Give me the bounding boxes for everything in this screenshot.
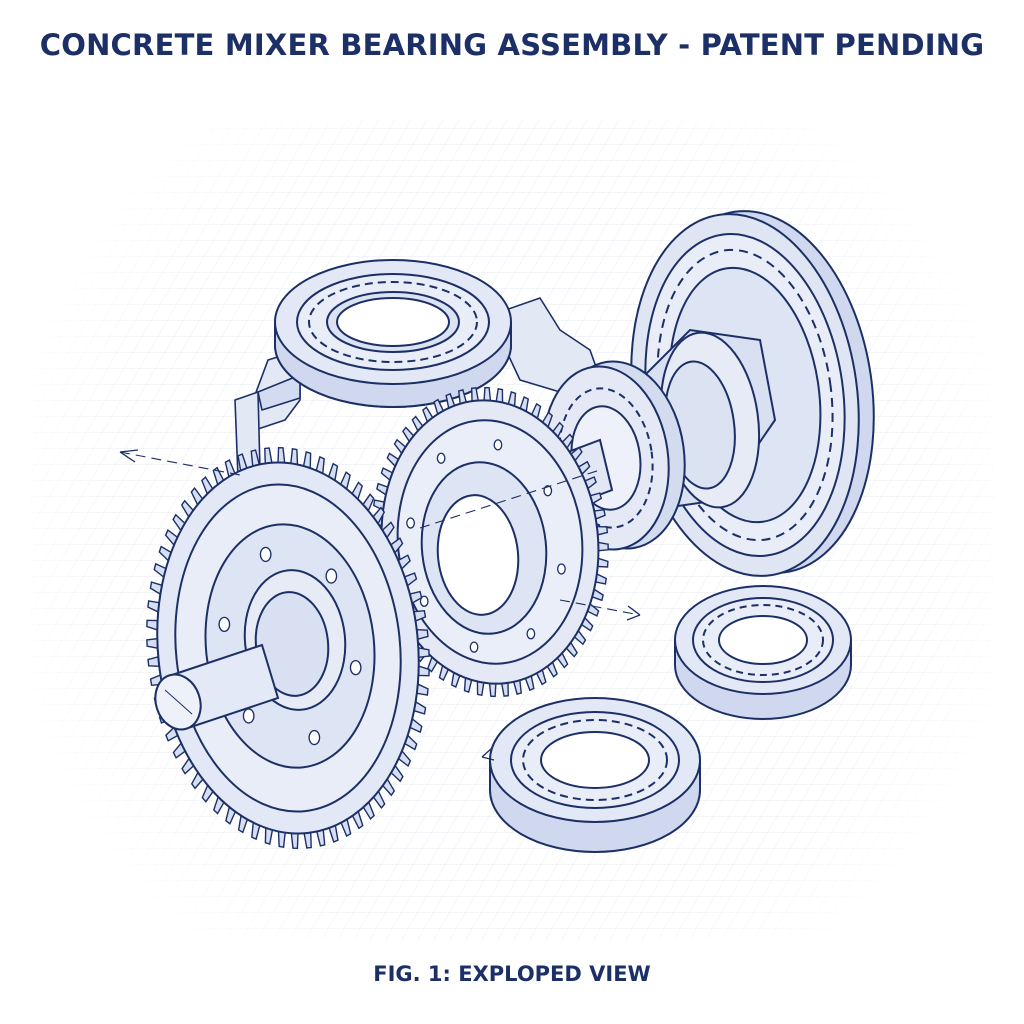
upper-ball-bearing <box>274 259 512 408</box>
bolt-hole <box>543 485 553 497</box>
bolt-hole <box>419 595 429 607</box>
figure-title: CONCRETE MIXER BEARING ASSEMBLY - PATENT… <box>39 28 985 62</box>
bolt-hole <box>218 616 231 633</box>
bolt-hole <box>526 628 536 640</box>
gear-tooth <box>597 541 609 552</box>
assembly-axis-lines <box>119 451 641 616</box>
figure-caption: FIG. 1: EXPLOPED VIEW <box>373 962 651 986</box>
gear-tooth <box>277 830 286 848</box>
bolt-hole <box>259 546 272 563</box>
left-gear-teeth <box>146 446 430 850</box>
gear-tooth <box>277 446 286 464</box>
input-shaft <box>154 643 280 731</box>
bolt-hole <box>308 729 321 746</box>
left-gear-bolt-holes <box>218 546 362 746</box>
gear-tooth <box>146 637 159 649</box>
left-spur-gear <box>146 446 430 850</box>
center-gear-bolt-holes <box>406 439 566 653</box>
bolt-hole <box>325 568 338 584</box>
bolt-hole <box>242 708 255 724</box>
bolt-hole <box>493 439 503 451</box>
direction-arrows <box>119 449 641 761</box>
lower-ball-bearing <box>489 697 701 853</box>
center-spur-gear <box>371 386 609 698</box>
right-ball-bearing <box>674 585 852 720</box>
bolt-hole <box>349 659 362 676</box>
arrow-lower <box>481 747 495 761</box>
gear-tooth <box>483 386 492 402</box>
bolt-hole <box>406 517 415 529</box>
bolt-hole <box>469 641 479 653</box>
gear-tooth <box>488 682 497 698</box>
bolt-hole <box>436 452 446 464</box>
gear-tooth <box>417 647 430 659</box>
arrow-right <box>626 605 641 621</box>
arrow-left <box>119 449 139 463</box>
bolt-hole <box>557 563 566 575</box>
gear-tooth <box>290 448 299 466</box>
gear-tooth <box>290 832 299 850</box>
